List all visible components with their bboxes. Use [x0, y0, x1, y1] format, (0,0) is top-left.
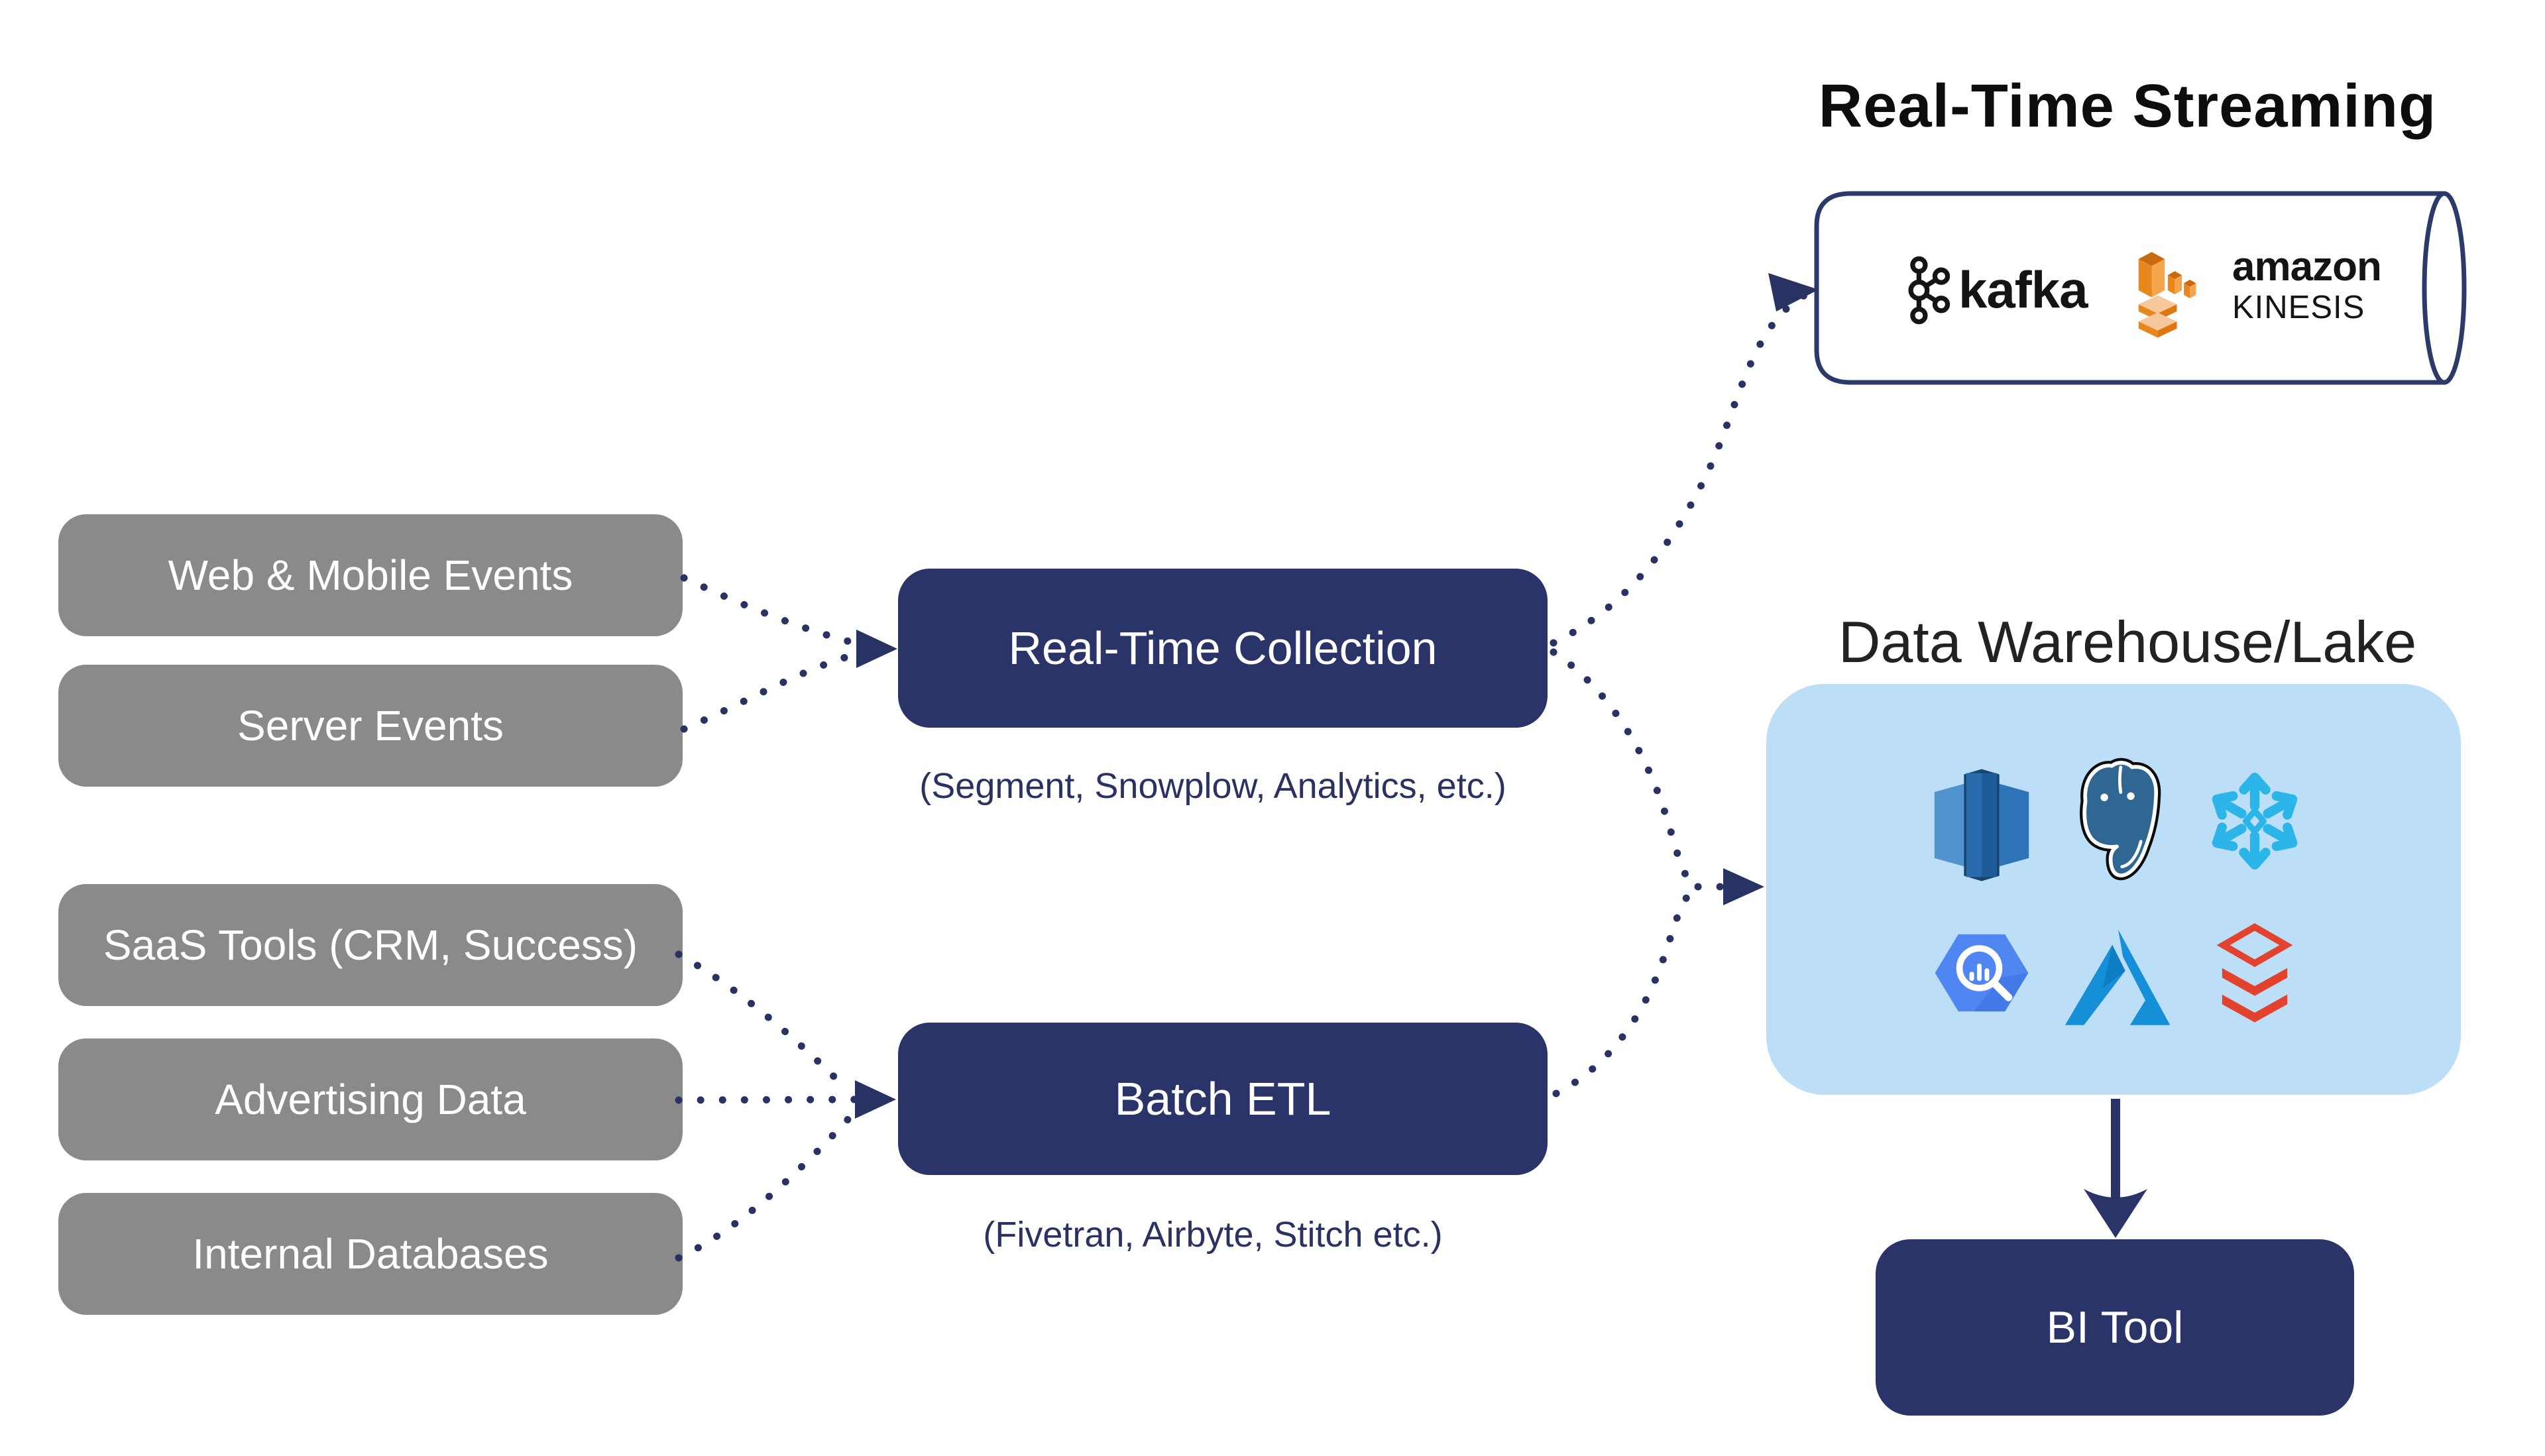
- warehouse-to-bi-arrow: [2084, 1099, 2147, 1238]
- amazon-kinesis-wordmark: amazon KINESIS: [2232, 244, 2382, 325]
- connector-batch-to-warehouse: [1552, 884, 1699, 1097]
- databricks-icon: [2216, 923, 2293, 1023]
- arrowhead-into-rtc: [856, 630, 897, 668]
- batch-etl-caption: (Fivetran, Airbyte, Stitch etc.): [983, 1215, 1443, 1255]
- logo-cell: [2184, 751, 2325, 891]
- logo-cell: [2184, 903, 2325, 1043]
- snowflake-icon: [2212, 772, 2298, 870]
- realtime-collection-caption: (Segment, Snowplow, Analytics, etc.): [919, 766, 1506, 806]
- kafka-icon: [1886, 239, 1960, 345]
- logo-cell: [1911, 755, 2052, 895]
- connector-server-to-rtc: [680, 649, 863, 733]
- connector-internal-to-batch: [675, 1112, 855, 1262]
- connector-rtc-to-warehouse: [1550, 648, 1698, 889]
- logo-cell: [2048, 755, 2188, 895]
- data-warehouse-title: Data Warehouse/Lake: [1838, 609, 2417, 675]
- source-advertising-data: Advertising Data: [58, 1038, 683, 1160]
- connector-advertising-to-batch: [675, 1095, 860, 1104]
- batch-etl-box: Batch ETL: [898, 1023, 1548, 1175]
- bi-tool-box: BI Tool: [1876, 1239, 2354, 1416]
- amazon-label: amazon: [2232, 244, 2382, 290]
- realtime-streaming-title: Real-Time Streaming: [1818, 72, 2437, 140]
- logo-cell: [1911, 903, 2052, 1043]
- data-warehouse-lake-box: [1766, 684, 2461, 1095]
- kafka-label: kafka: [1958, 260, 2088, 319]
- logo-cell: [2048, 905, 2188, 1046]
- source-web-mobile-events: Web & Mobile Events: [58, 514, 683, 636]
- realtime-collection-box: Real-Time Collection: [898, 569, 1548, 728]
- amazon-redshift-icon: [1934, 769, 2029, 881]
- microsoft-azure-icon: [2064, 929, 2171, 1025]
- arrowhead-into-warehouse: [1723, 868, 1764, 905]
- source-server-events: Server Events: [58, 665, 683, 787]
- connector-saas-to-batch: [675, 950, 850, 1092]
- source-internal-databases: Internal Databases: [58, 1193, 683, 1315]
- google-bigquery-icon: [1935, 934, 2029, 1012]
- source-saas-tools: SaaS Tools (CRM, Success): [58, 884, 683, 1006]
- postgresql-icon: [2080, 757, 2161, 881]
- kinesis-label: KINESIS: [2232, 290, 2365, 325]
- amazon-kinesis-icon: [2127, 233, 2228, 351]
- connector-rtc-to-streaming: [1550, 292, 1808, 647]
- arrowhead-into-streaming: [1768, 273, 1819, 311]
- connector-web-mobile-to-rtc: [680, 574, 863, 648]
- arrowhead-into-batch: [855, 1080, 896, 1119]
